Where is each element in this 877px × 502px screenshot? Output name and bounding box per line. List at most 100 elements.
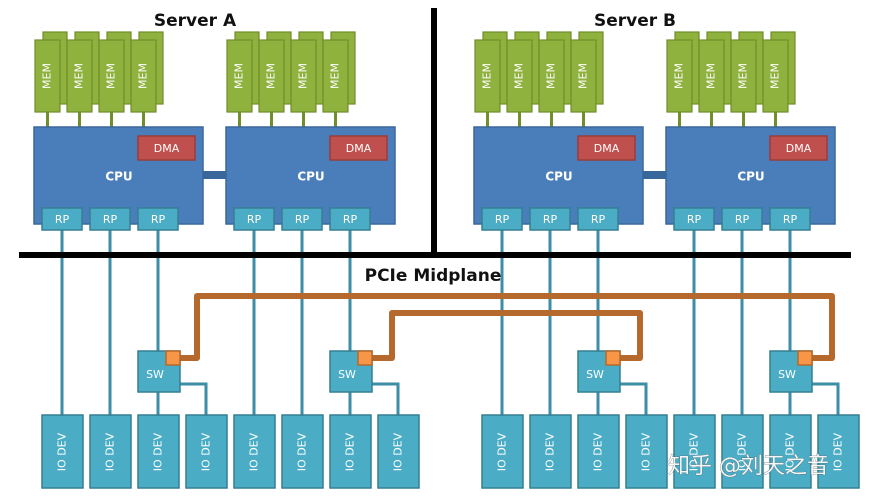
server-a-cpu2-sw-io-link — [348, 392, 352, 415]
switch-port-sw-b1 — [605, 350, 621, 366]
server-b-cpu1-rp1-link — [500, 230, 504, 415]
server-a-cpu1-mem-label: MEM — [41, 63, 54, 89]
server-a-cpu1-rp2 — [89, 207, 131, 231]
server-b-cpu1-rp1-label: RP — [495, 213, 510, 226]
server-a-cpu2-rp1-label: RP — [247, 213, 262, 226]
server-b-cpu1-io-dev-1-label: IO DEV — [496, 432, 509, 471]
server-a-cpu2-mem-connector — [238, 110, 241, 128]
server-b-cpu1-rp3 — [577, 207, 619, 231]
server-a-cpu2-io-dev-3 — [329, 414, 372, 489]
server-a-cpu2-rp1 — [233, 207, 275, 231]
midplane-label: PCIe Midplane — [365, 266, 502, 286]
server-b-cpu1-io-dev-2 — [529, 414, 572, 489]
server-a-cpu1-rp1-link — [60, 230, 64, 415]
server-b-cpu2-io-dev-1 — [673, 414, 716, 489]
server-a-cpu2-io-dev-4 — [377, 414, 420, 489]
server-b-cpu2-label: CPU — [737, 170, 764, 184]
server-a-cpu2-mem-label: MEM — [233, 63, 246, 89]
server-b-cpu2-io-dev-4 — [817, 414, 860, 489]
server-b-cpu1-sw-io-link — [596, 392, 600, 415]
server-b-cpu1-mem-module — [538, 39, 565, 113]
server-b-cpu1-rp2 — [529, 207, 571, 231]
server-b-cpu2-io-dev-4-label: IO DEV — [832, 432, 845, 471]
server-b-cpu1-rp3-link — [596, 230, 600, 351]
server-a-cpu1-rp2-label: RP — [103, 213, 118, 226]
server-a-cpu1-rp2-link — [108, 230, 112, 415]
server-a-cpu2-io-dev-1-label: IO DEV — [248, 432, 261, 471]
server-b-cpu2-rp2-label: RP — [735, 213, 750, 226]
server-divider — [431, 8, 437, 253]
server-b-cpu2-mem-label: MEM — [705, 63, 718, 89]
server-b-cpu2-rp1-link — [692, 230, 696, 415]
server-b-cpu2-mem-module — [762, 39, 789, 113]
server-a-cpu2-io-dev-3-label: IO DEV — [344, 432, 357, 471]
server-a-cpu1-label: CPU — [105, 170, 132, 184]
server-b-cpu1-rp3-label: RP — [591, 213, 606, 226]
server-a-cpu1-mem-module — [130, 39, 157, 113]
server-a-cpu1-rp1-label: RP — [55, 213, 70, 226]
server-a-cpu2-io-dev-2-label: IO DEV — [296, 432, 309, 471]
server-a-cpu1-rp1 — [41, 207, 83, 231]
server-a-cpu2-mem-module — [290, 39, 317, 113]
server-b-cpu2-mem-label: MEM — [737, 63, 750, 89]
server-a-cpu1-io-dev-1 — [41, 414, 84, 489]
server-a-cpu1-io-dev-2 — [89, 414, 132, 489]
server-b-cpu1-dma — [577, 135, 636, 161]
server-b-cpu1-mem-module — [570, 39, 597, 113]
server-a-cpu2-mem-connector — [302, 110, 305, 128]
server-a-cpu1-rp3-link — [156, 230, 160, 351]
server-b-cpu1-mem-connector — [518, 110, 521, 128]
server-a-cpu2-label: CPU — [297, 170, 324, 184]
server-b-cpu2-io-dev-3 — [769, 414, 812, 489]
server-a-cpu1-dma — [137, 135, 196, 161]
server-b-cpu1-switch-label: SW — [586, 368, 604, 381]
server-b-cpu2-mem-connector — [678, 110, 681, 128]
server-b-cpu2-mem-module — [698, 39, 725, 113]
server-a-cpu1-mem-label: MEM — [137, 63, 150, 89]
server-a-cpu1-mem-connector — [110, 110, 113, 128]
server-b-cpu2-io-dev-1-label: IO DEV — [688, 432, 701, 471]
switch-port-sw-a1 — [165, 350, 181, 366]
server-b-cpu1-mem-label: MEM — [481, 63, 494, 89]
server-a-cpu1-mem-connector — [78, 110, 81, 128]
server-a-cpu2-mem-label: MEM — [297, 63, 310, 89]
cross-link-a2-b1 — [372, 310, 643, 361]
server-b-cpu2-mem-connector — [710, 110, 713, 128]
server-b-cpu1-mem-connector — [550, 110, 553, 128]
server-b-cpu2-mem-connector — [774, 110, 777, 128]
server-b-cpu2-mem-module — [730, 39, 757, 113]
server-a-cpu2-mem-module — [258, 39, 285, 113]
switch-port-sw-b2 — [797, 350, 813, 366]
server-a-cpu1-mem-module — [66, 39, 93, 113]
server-b-cpu2-mem-label: MEM — [769, 63, 782, 89]
server-b-cpu2-rp3-link — [788, 230, 792, 351]
server-a-cpu2-rp1-link — [252, 230, 256, 415]
server-a-cpu2-rp3-link — [348, 230, 352, 351]
server-a-cpu1-io-dev-4 — [185, 414, 228, 489]
server-a-cpu2-switch-label: SW — [338, 368, 356, 381]
server-a-cpu2-rp2 — [281, 207, 323, 231]
server-a-cpu2-io-dev-4-label: IO DEV — [392, 432, 405, 471]
server-b-cpu2-io-dev-3-label: IO DEV — [784, 432, 797, 471]
server-b-cpu1-mem-connector — [486, 110, 489, 128]
server-b-cpu1-mem-module — [506, 39, 533, 113]
server-a-cpu1-sw-io-link-2 — [180, 382, 208, 415]
server-a-cpu2-dma — [329, 135, 388, 161]
server-a-cpu2-rp3 — [329, 207, 371, 231]
server-b-cpu2-mem-module — [666, 39, 693, 113]
server-b-cpu2-rp3 — [769, 207, 811, 231]
server-a-cpu2-rp3-label: RP — [343, 213, 358, 226]
server-a-cpu-interconnect — [203, 171, 226, 179]
server-a-title: Server A — [154, 11, 237, 31]
server-b-cpu2-switch-label: SW — [778, 368, 796, 381]
server-b-cpu1-rp1 — [481, 207, 523, 231]
server-b-cpu1-io-dev-4 — [625, 414, 668, 489]
server-b-cpu1-dma-label: DMA — [594, 142, 620, 155]
server-b-cpu1-mem-label: MEM — [545, 63, 558, 89]
server-b-cpu1-io-dev-3-label: IO DEV — [592, 432, 605, 471]
server-b-cpu1-mem-label: MEM — [577, 63, 590, 89]
server-a-cpu2-mem-connector — [270, 110, 273, 128]
server-b-cpu1-mem-label: MEM — [513, 63, 526, 89]
server-a-cpu1-io-dev-3-label: IO DEV — [152, 432, 165, 471]
server-a-cpu1-rp3 — [137, 207, 179, 231]
